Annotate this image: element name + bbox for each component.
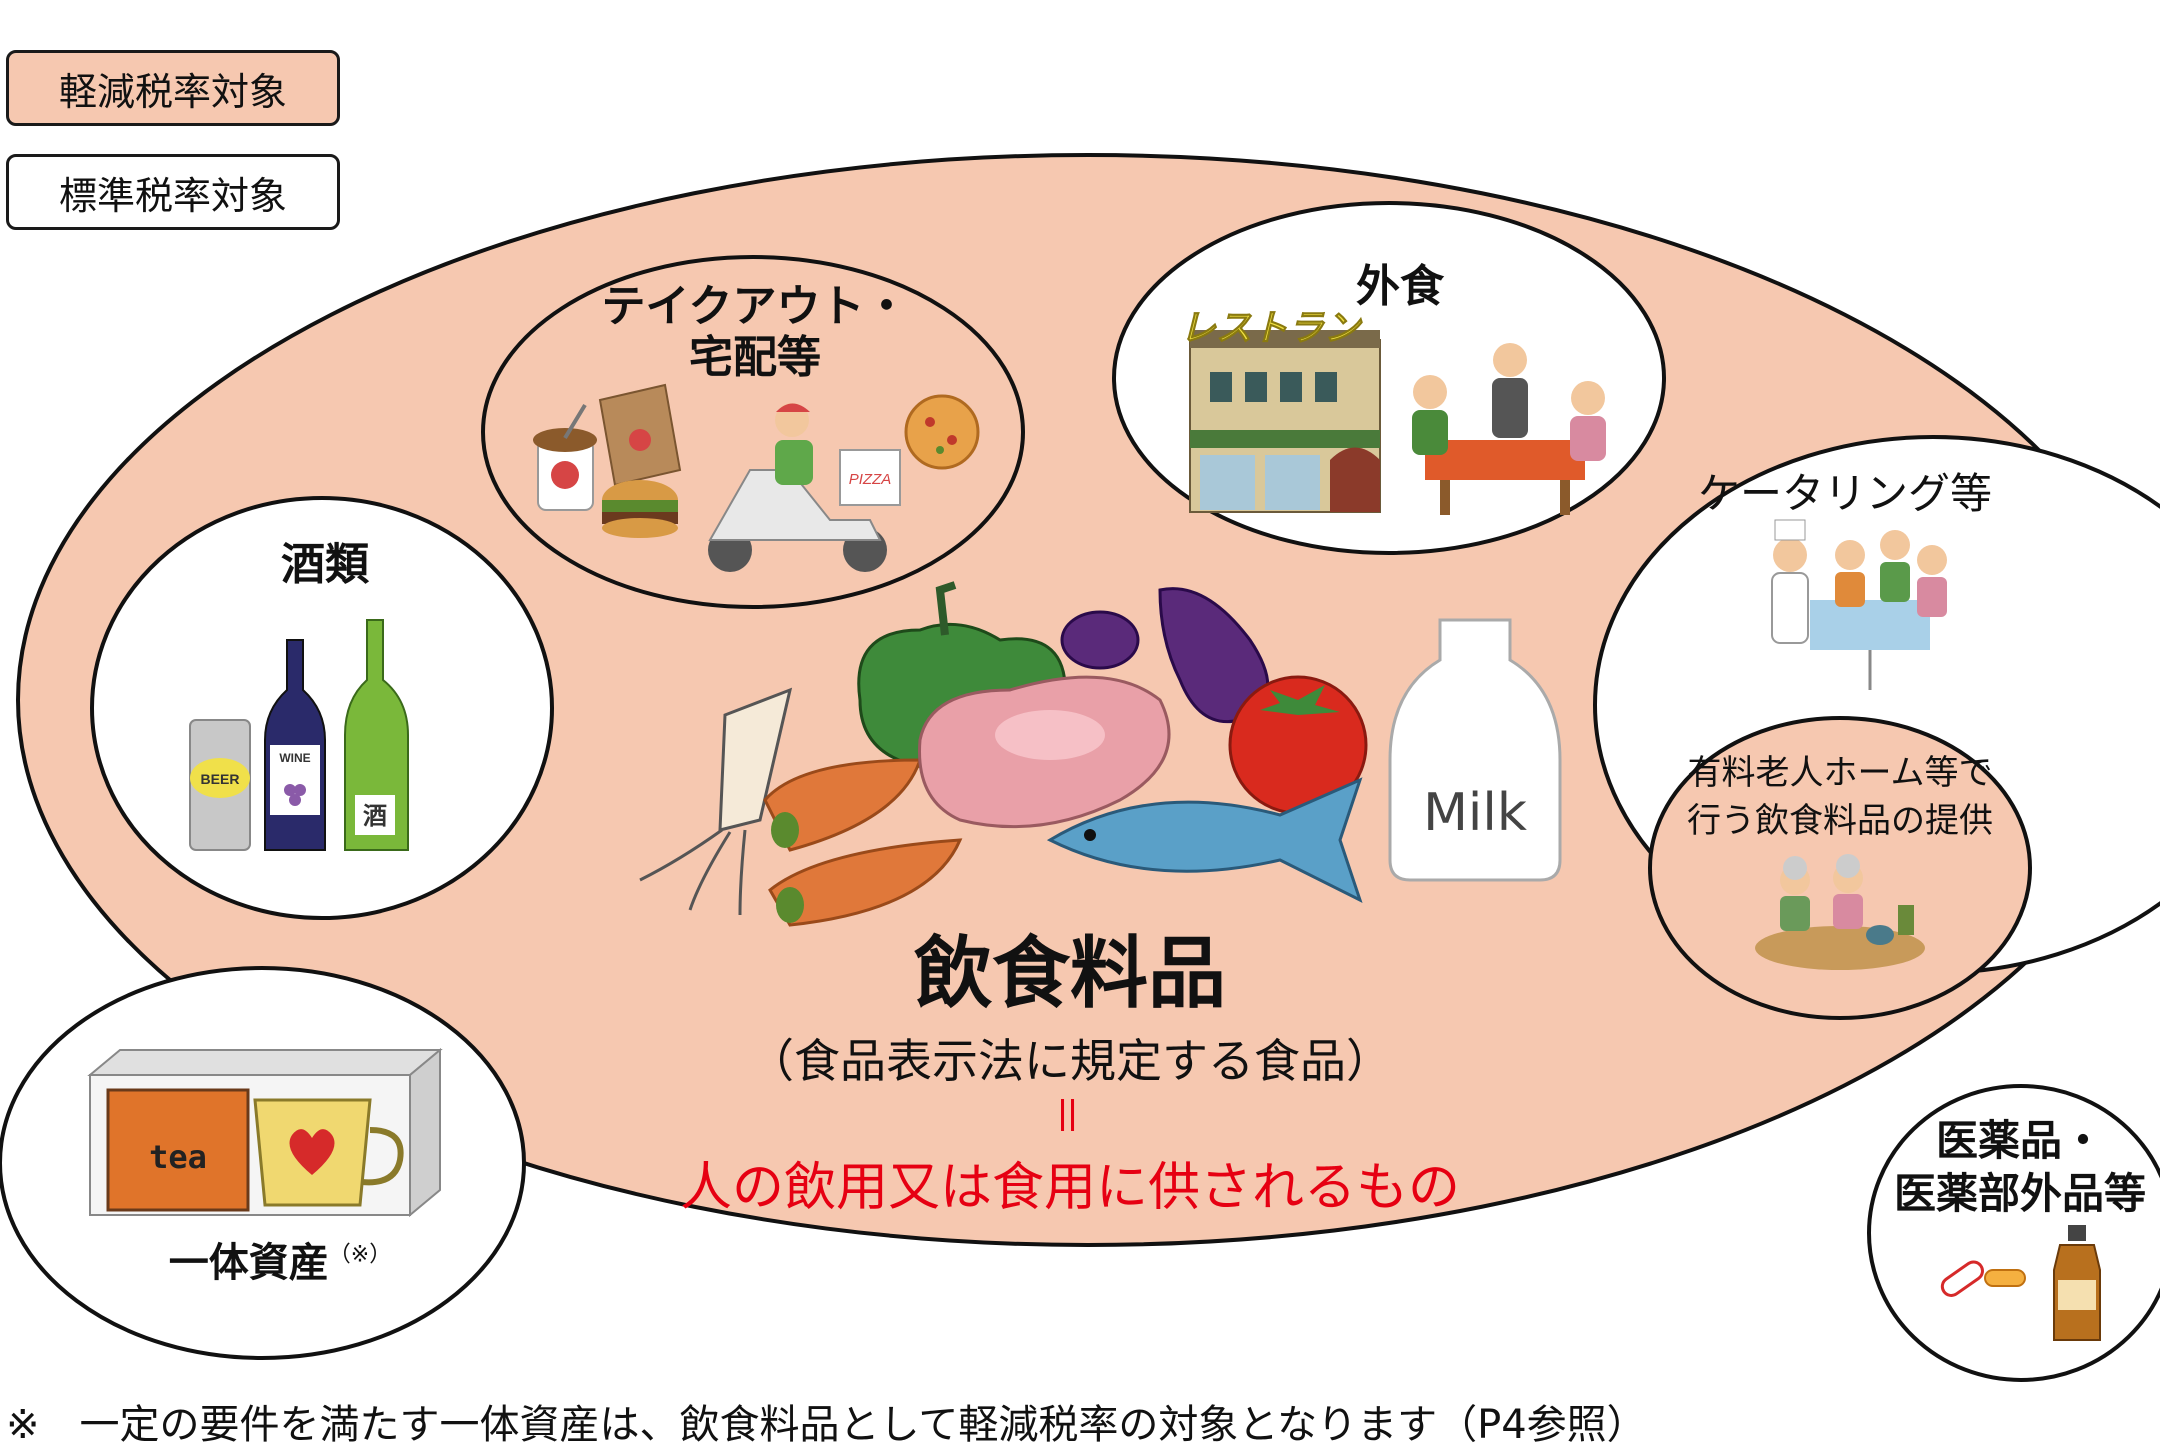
restaurant-sign: レストラン [1180,308,1363,349]
carrot-icon [763,758,963,927]
tea-gift-box-icon: tea [87,1047,443,1218]
wine-label: WINE [279,751,310,765]
food-title: 飲食料品 [913,929,1226,1019]
medicine-label: 医薬品・ 医薬部外品等 [1870,1115,2160,1220]
milk-bottle-icon: Milk [1388,618,1562,882]
milk-label: Milk [1423,783,1527,843]
beer-label: BEER [201,771,240,787]
takeout-label-line2: 宅配等 [689,331,821,383]
dining-out-label: 外食 [1356,261,1444,312]
nursing-home-label-line2: 行う飲食料品の提供 [1687,800,1993,841]
bundled-asset-note-mark: （※） [328,1242,392,1268]
nursing-home-label-line1: 有料老人ホーム等で [1687,753,1993,793]
nursing-home-label: 有料老人ホーム等で 行う飲食料品の提供 [1660,750,2020,845]
pizza-icon [904,394,980,470]
catering-label: ケータリング等 [1697,469,1992,518]
food-subtitle: （食品表示法に規定する食品） [748,1034,1392,1088]
tomato-icon [1228,675,1368,815]
squid-icon [639,687,793,916]
nursing-home-meal-icon [1755,854,1925,970]
legend-standard-label: 標準税率対象 [58,173,287,218]
sake-label: 酒 [363,802,387,830]
takeout-label: テイクアウト・ 宅配等 [575,281,935,383]
takeout-label-line1: テイクアウト・ [601,281,909,332]
medicine-capsules-icon [1940,1260,2026,1297]
medicine-bottle-icon [2053,1225,2101,1341]
catering-scene-icon [1771,519,1947,690]
sake-bottle-icon: 酒 [344,619,409,851]
tea-box-label: tea [149,1138,207,1176]
pizza-box-label: PIZZA [849,471,892,488]
legend-standard-rate: 標準税率対象 [6,154,340,230]
meat-icon [918,675,1171,829]
restaurant-diners-icon [1412,343,1606,515]
bundled-asset-label: 一体資産（※） [130,1240,430,1286]
wine-bottle-icon: WINE [264,639,326,851]
food-definition: 人の飲用又は食用に供されるもの [679,1158,1460,1218]
paper-bag-icon [598,383,682,487]
alcohol-label: 酒類 [281,539,369,590]
legend-reduced-label: 軽減税率対象 [58,69,287,114]
restaurant-building-icon [1189,330,1381,513]
bundled-asset-title: 一体資産 [168,1240,329,1286]
medicine-label-line1: 医薬品・ [1935,1116,2104,1165]
hamburger-icon [602,480,678,538]
beer-can-icon: BEER [189,719,251,851]
delivery-scooter-icon: PIZZA [708,403,901,572]
eggplant-icon [1060,587,1270,724]
legend-reduced-rate: 軽減税率対象 [6,50,340,126]
footnote: ※ 一定の要件を満たす一体資産は、飲食料品として軽減税率の対象となります（P4参… [6,1402,1647,1448]
coffee-cup-icon [533,403,597,511]
medicine-label-line2: 医薬部外品等 [1893,1168,2146,1218]
fish-icon [1046,777,1363,903]
